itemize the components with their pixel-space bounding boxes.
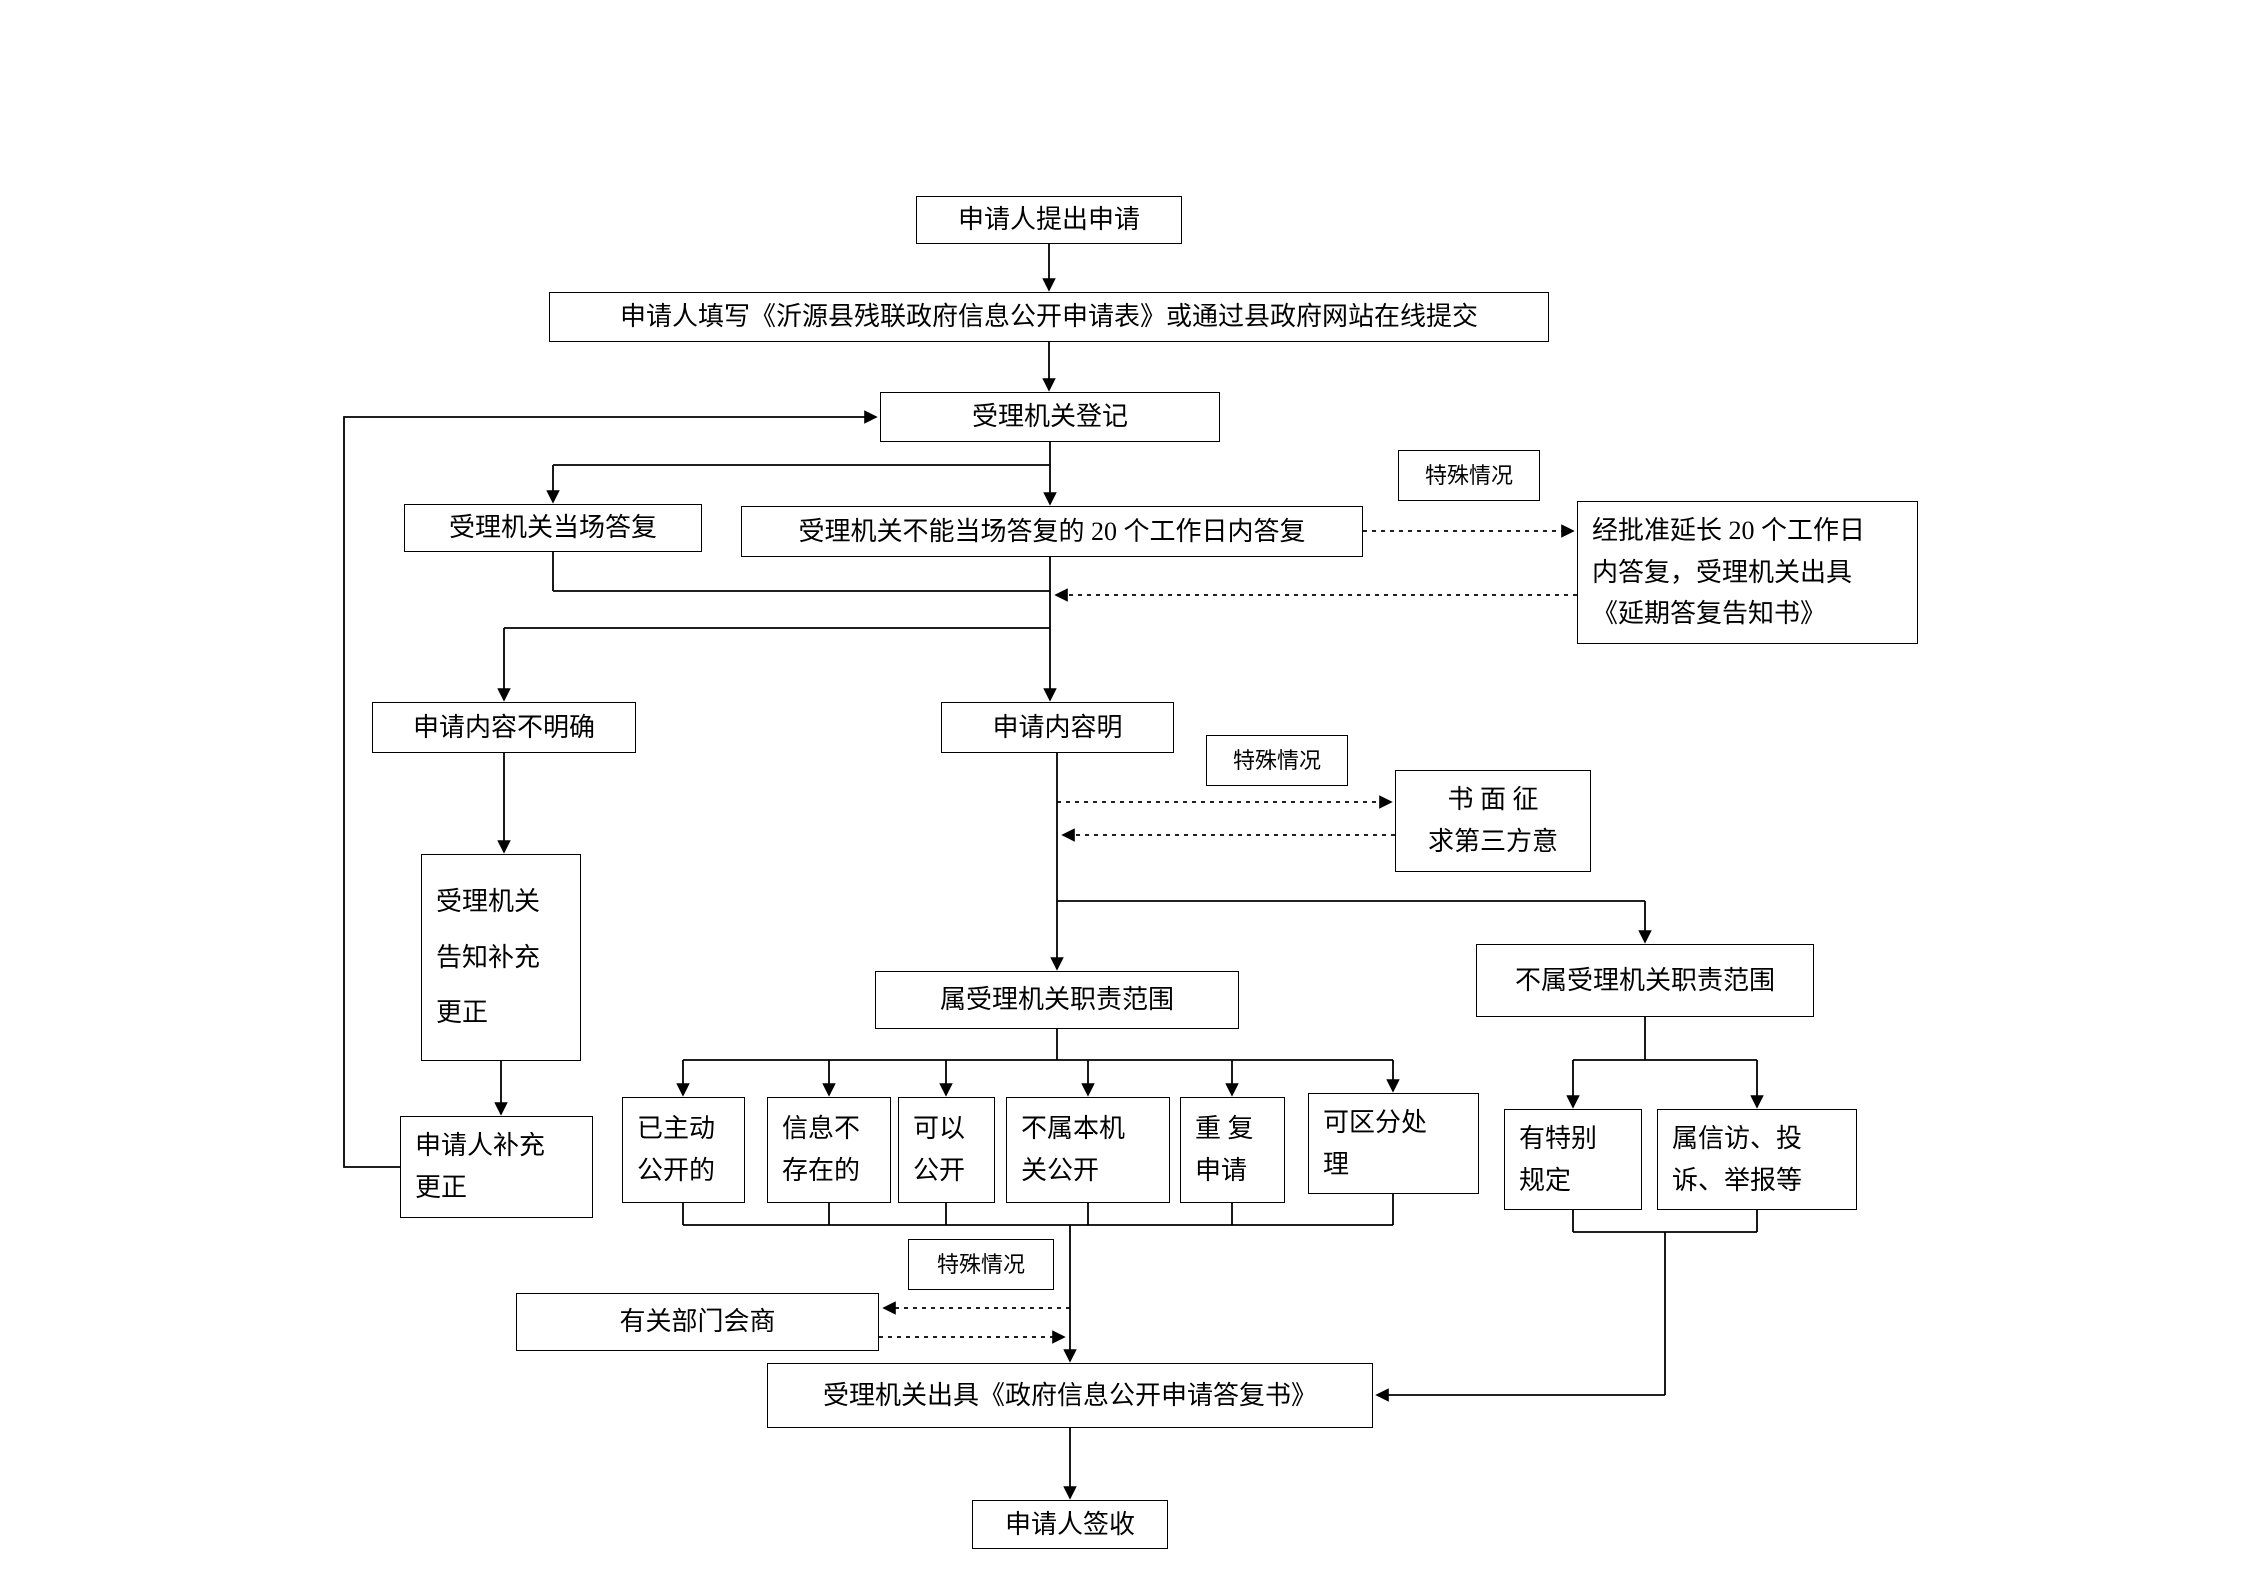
applicant-sign-node: 申请人签收 [972,1500,1168,1549]
fill-form-node: 申请人填写《沂源县残联政府信息公开申请表》或通过县政府网站在线提交 [549,292,1549,342]
repeat-application-node: 重 复 申请 [1180,1097,1285,1203]
third-party-opinion-node: 书 面 征 求第三方意 [1395,770,1591,872]
content-unclear-node: 申请内容不明确 [372,702,636,753]
already-public-node: 已主动 公开的 [622,1097,745,1203]
reply-20days-node: 受理机关不能当场答复的 20 个工作日内答复 [741,506,1363,557]
info-not-exist-node: 信息不 存在的 [767,1097,891,1203]
can-disclose-node: 可以 公开 [898,1097,995,1203]
notify-supplement-node: 受理机关 告知补充 更正 [421,854,581,1061]
special-case-label-1: 特殊情况 [1398,450,1540,501]
onspot-reply-node: 受理机关当场答复 [404,504,702,552]
divisible-handling-node: 可区分处 理 [1308,1093,1479,1194]
special-case-label-2: 特殊情况 [1206,735,1348,786]
content-clear-node: 申请内容明 [941,702,1174,753]
special-provision-node: 有特别 规定 [1504,1109,1642,1210]
in-scope-node: 属受理机关职责范围 [875,971,1239,1029]
applicant-submit-node: 申请人提出申请 [916,196,1182,244]
special-case-label-3: 特殊情况 [908,1239,1054,1290]
extend-reply-node: 经批准延长 20 个工作日 内答复，受理机关出具 《延期答复告知书》 [1577,501,1918,644]
reply-document-node: 受理机关出具《政府信息公开申请答复书》 [767,1363,1373,1428]
petition-complaint-node: 属信访、投 诉、举报等 [1657,1109,1857,1210]
out-scope-node: 不属受理机关职责范围 [1476,944,1814,1017]
applicant-supplement-node: 申请人补充 更正 [400,1116,593,1218]
dept-consultation-node: 有关部门会商 [516,1293,879,1351]
not-this-org-node: 不属本机 关公开 [1006,1097,1170,1203]
register-node: 受理机关登记 [880,392,1220,442]
